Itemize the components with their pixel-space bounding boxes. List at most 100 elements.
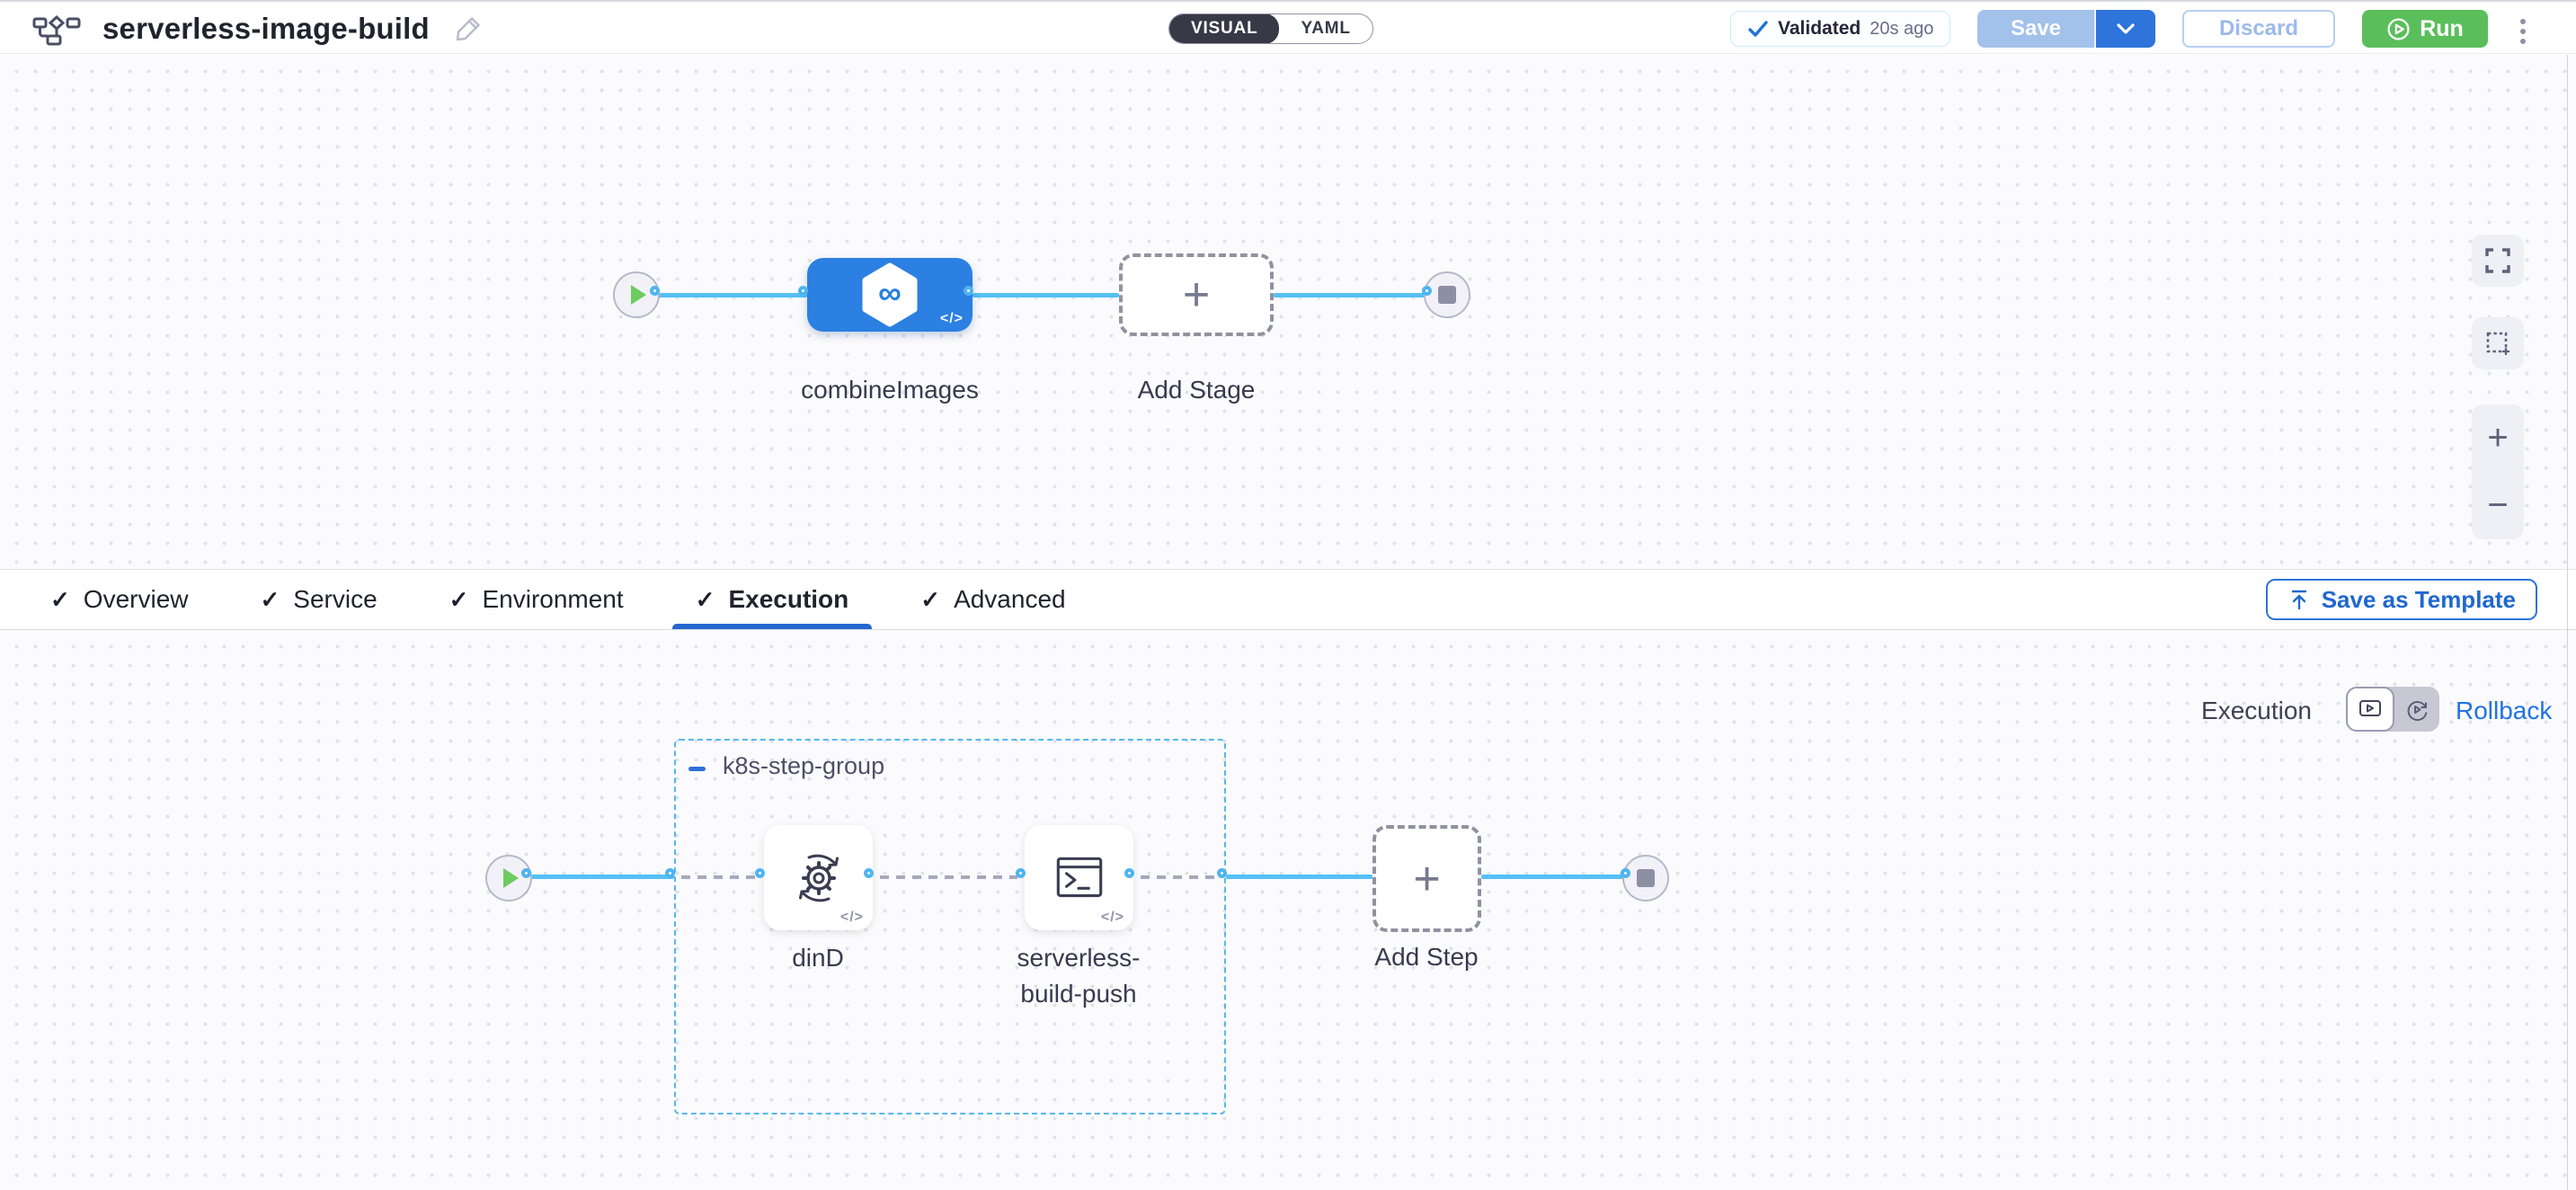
check-icon: ✓ (920, 585, 941, 613)
port-dind-in[interactable] (755, 868, 765, 878)
rollback-link[interactable]: Rollback (2456, 697, 2553, 724)
step-group-box[interactable] (674, 739, 1226, 1115)
validated-time: 20s ago (1870, 18, 1934, 39)
tab-environment[interactable]: ✓ Environment (426, 570, 647, 629)
chevron-down-icon (2117, 23, 2135, 34)
code-badge-icon: </> (1100, 910, 1124, 925)
plus-icon: + (1182, 269, 1211, 321)
fullscreen-icon (2485, 248, 2510, 273)
discard-button[interactable]: Discard (2182, 10, 2335, 48)
save-button[interactable]: Save (1977, 10, 2094, 48)
port-group-out[interactable] (1217, 868, 1227, 878)
stage-tabbar: ✓ Overview ✓ Service ✓ Environment ✓ Exe… (0, 570, 2576, 630)
execution-section-label: Execution (2201, 697, 2312, 724)
infinity-icon: ∞ (878, 274, 902, 311)
terminal-icon (1056, 857, 1102, 897)
port-start-out[interactable] (521, 868, 531, 878)
execution-rollback-toggle (2346, 687, 2439, 732)
edge-start-stage (659, 293, 807, 298)
end-stop-icon (1637, 869, 1655, 887)
toggle-visual[interactable]: VISUAL (1169, 14, 1280, 43)
execution-view-icon (2359, 700, 2381, 716)
validated-label: Validated (1778, 18, 1861, 39)
add-step-label: Add Step (1374, 943, 1479, 971)
execution-canvas[interactable]: Execution Rollback k8s-step-group (0, 630, 2576, 1190)
tab-service[interactable]: ✓ Service (237, 570, 401, 629)
step-group-collapse-button[interactable] (688, 767, 706, 771)
port-end-in[interactable] (1422, 286, 1432, 296)
more-options-button[interactable] (2517, 15, 2529, 48)
check-icon: ✓ (260, 585, 280, 613)
tab-label: Advanced (954, 585, 1066, 613)
validated-badge[interactable]: Validated 20s ago (1730, 11, 1951, 47)
port-end-in[interactable] (1621, 868, 1630, 878)
tab-label: Environment (482, 585, 624, 613)
execution-end-node (1622, 855, 1669, 901)
port-dind-out[interactable] (864, 868, 874, 878)
edge-addstep-end (1481, 875, 1630, 879)
edge-addstage-end (1274, 293, 1431, 298)
add-stage-label: Add Stage (1137, 376, 1256, 404)
port-group-in[interactable] (665, 868, 675, 878)
port-serverless-out[interactable] (1124, 868, 1134, 878)
edge-group-dind (681, 875, 757, 879)
port-stage-in[interactable] (798, 286, 808, 296)
add-step-button[interactable]: + (1372, 825, 1481, 932)
canvas-zoom-controls: + − (2472, 404, 2524, 539)
stage-node-combineimages[interactable]: ∞ </> (807, 258, 973, 332)
header-title-group: serverless-image-build (32, 4, 484, 54)
canvas-select-button[interactable] (2472, 317, 2524, 369)
toggle-yaml[interactable]: YAML (1301, 19, 1351, 38)
pencil-icon (456, 17, 480, 41)
check-icon: ✓ (695, 585, 715, 613)
step-label-dind: dinD (792, 944, 844, 972)
tab-overview[interactable]: ✓ Overview (27, 570, 212, 629)
step-group-label: k8s-step-group (723, 752, 885, 779)
zoom-out-button[interactable]: − (2487, 485, 2509, 525)
save-as-template-button[interactable]: Save as Template (2265, 579, 2537, 620)
port-start-out[interactable] (650, 286, 660, 296)
page-title: serverless-image-build (102, 12, 430, 45)
check-icon: ✓ (50, 585, 70, 613)
tab-execution[interactable]: ✓ Execution (671, 570, 873, 629)
rollback-view-button[interactable] (2394, 687, 2439, 732)
marquee-select-icon (2486, 332, 2509, 355)
edge-serverless-group (1141, 875, 1219, 879)
run-button[interactable]: Run (2362, 10, 2488, 48)
save-options-button[interactable] (2094, 10, 2155, 48)
save-split-button: Save (1977, 10, 2155, 48)
step-node-dind[interactable]: </> (764, 825, 873, 930)
tab-label: Execution (728, 585, 849, 613)
plus-icon: + (1413, 852, 1441, 905)
start-play-icon (631, 285, 646, 305)
docker-in-docker-icon (798, 854, 839, 901)
tab-label: Overview (83, 585, 189, 613)
code-badge-icon: </> (939, 311, 964, 326)
step-node-serverless-build-push[interactable]: </> (1025, 825, 1133, 930)
edit-title-button[interactable] (453, 13, 484, 44)
execution-start-node (485, 855, 532, 901)
upload-template-icon (2291, 590, 2306, 610)
code-badge-icon: </> (839, 910, 864, 925)
port-serverless-in[interactable] (1016, 868, 1026, 878)
zoom-in-button[interactable]: + (2487, 418, 2509, 457)
stage-canvas[interactable]: ∞ </> + combineImages Add Stage (0, 55, 2576, 570)
check-icon: ✓ (449, 585, 469, 613)
right-edge-divider (2567, 55, 2568, 1190)
rollback-view-icon (2407, 700, 2427, 721)
port-stage-out[interactable] (964, 286, 973, 296)
run-label: Run (2420, 15, 2464, 41)
canvas-fullscreen-button[interactable] (2472, 235, 2524, 287)
pipeline-icon (32, 14, 81, 46)
edge-stage-addstage (973, 293, 1119, 298)
stage-type-hexagon-icon: ∞ (862, 262, 918, 327)
visual-yaml-toggle: VISUAL YAML (1168, 13, 1373, 44)
pipeline-end-node (1424, 271, 1470, 318)
kebab-icon (2520, 19, 2526, 24)
edge-group-addstep (1226, 875, 1372, 879)
edge-dind-serverless (880, 875, 1017, 879)
add-stage-button[interactable]: + (1119, 253, 1274, 336)
tab-advanced[interactable]: ✓ Advanced (897, 570, 1088, 629)
execution-view-button[interactable] (2346, 687, 2394, 732)
